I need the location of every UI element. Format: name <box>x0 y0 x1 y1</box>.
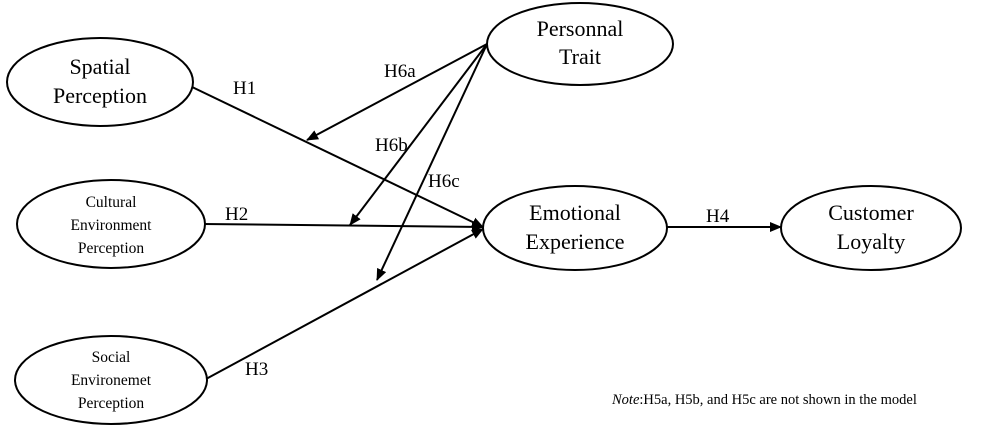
arrow-h6b <box>349 43 488 226</box>
node-personal-line1: Personnal <box>537 16 624 41</box>
node-cultural-line3: Perception <box>78 240 145 257</box>
node-cultural-line1: Cultural <box>86 194 137 211</box>
label-h2: H2 <box>225 204 248 225</box>
arrow-h3 <box>205 228 484 380</box>
node-emotional-experience: Emotional Experience <box>482 185 668 271</box>
arrow-h6a <box>306 43 488 141</box>
node-social-line3: Perception <box>78 395 145 412</box>
label-h6c: H6c <box>428 171 460 192</box>
node-emotional-line1: Emotional <box>529 200 621 225</box>
label-h4: H4 <box>706 206 730 227</box>
edges <box>189 43 782 380</box>
node-loyalty-line2: Loyalty <box>837 229 905 254</box>
arrow-h1 <box>189 85 484 228</box>
arrow-h2 <box>202 221 484 232</box>
model-note: Note:H5a, H5b, and H5c are not shown in … <box>611 392 917 408</box>
node-spatial-line2: Perception <box>53 83 147 108</box>
node-personal-trait: Personnal Trait <box>486 2 674 86</box>
arrow-h6c <box>376 43 488 281</box>
note-label: Note <box>611 392 640 408</box>
label-h3: H3 <box>245 359 268 380</box>
label-h1: H1 <box>233 78 256 99</box>
node-customer-loyalty: Customer Loyalty <box>780 185 962 271</box>
node-social-line2: Environemet <box>71 372 152 389</box>
node-social-environment-perception: Social Environemet Perception <box>14 335 208 425</box>
node-social-line1: Social <box>92 349 131 366</box>
label-h6a: H6a <box>384 61 416 82</box>
node-cultural-environment-perception: Cultural Environment Perception <box>16 179 206 269</box>
node-personal-line2: Trait <box>559 44 601 69</box>
note-text: :H5a, H5b, and H5c are not shown in the … <box>639 392 916 408</box>
hypothesis-labels: H1 H2 H3 H4 H6a H6b H6c <box>225 61 730 380</box>
node-emotional-line2: Experience <box>526 229 625 254</box>
node-loyalty-line1: Customer <box>828 200 914 225</box>
node-spatial-perception: Spatial Perception <box>6 37 194 127</box>
node-spatial-line1: Spatial <box>69 54 130 79</box>
label-h6b: H6b <box>375 135 408 156</box>
node-cultural-line2: Environment <box>71 217 153 234</box>
